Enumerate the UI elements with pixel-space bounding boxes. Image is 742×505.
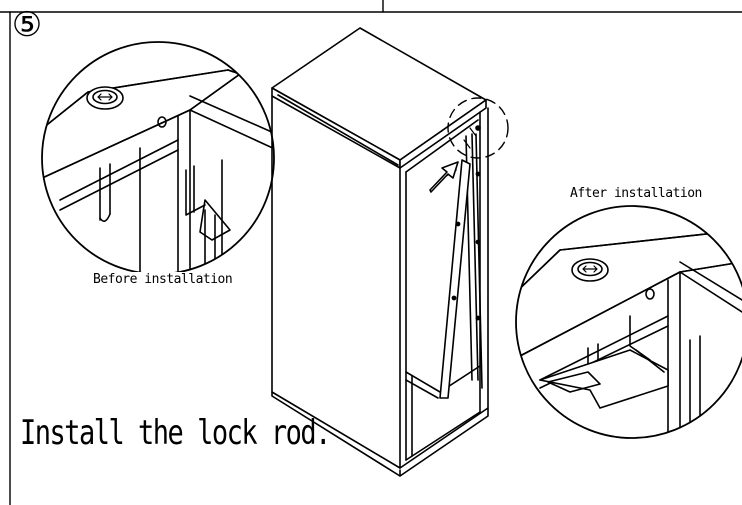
- cabinet-drawing: [271, 27, 509, 477]
- arrow-up-right-icon: [429, 161, 459, 193]
- lock-icon: [571, 258, 609, 282]
- after-detail-view: [515, 205, 742, 439]
- before-detail-view: [41, 41, 275, 275]
- instruction-text: Install the lock rod.: [20, 414, 331, 453]
- after-installation-label: After installation: [566, 186, 706, 201]
- lock-icon: [86, 86, 124, 110]
- before-installation-label: Before installation: [89, 272, 237, 287]
- step-number: ⑤: [11, 5, 43, 45]
